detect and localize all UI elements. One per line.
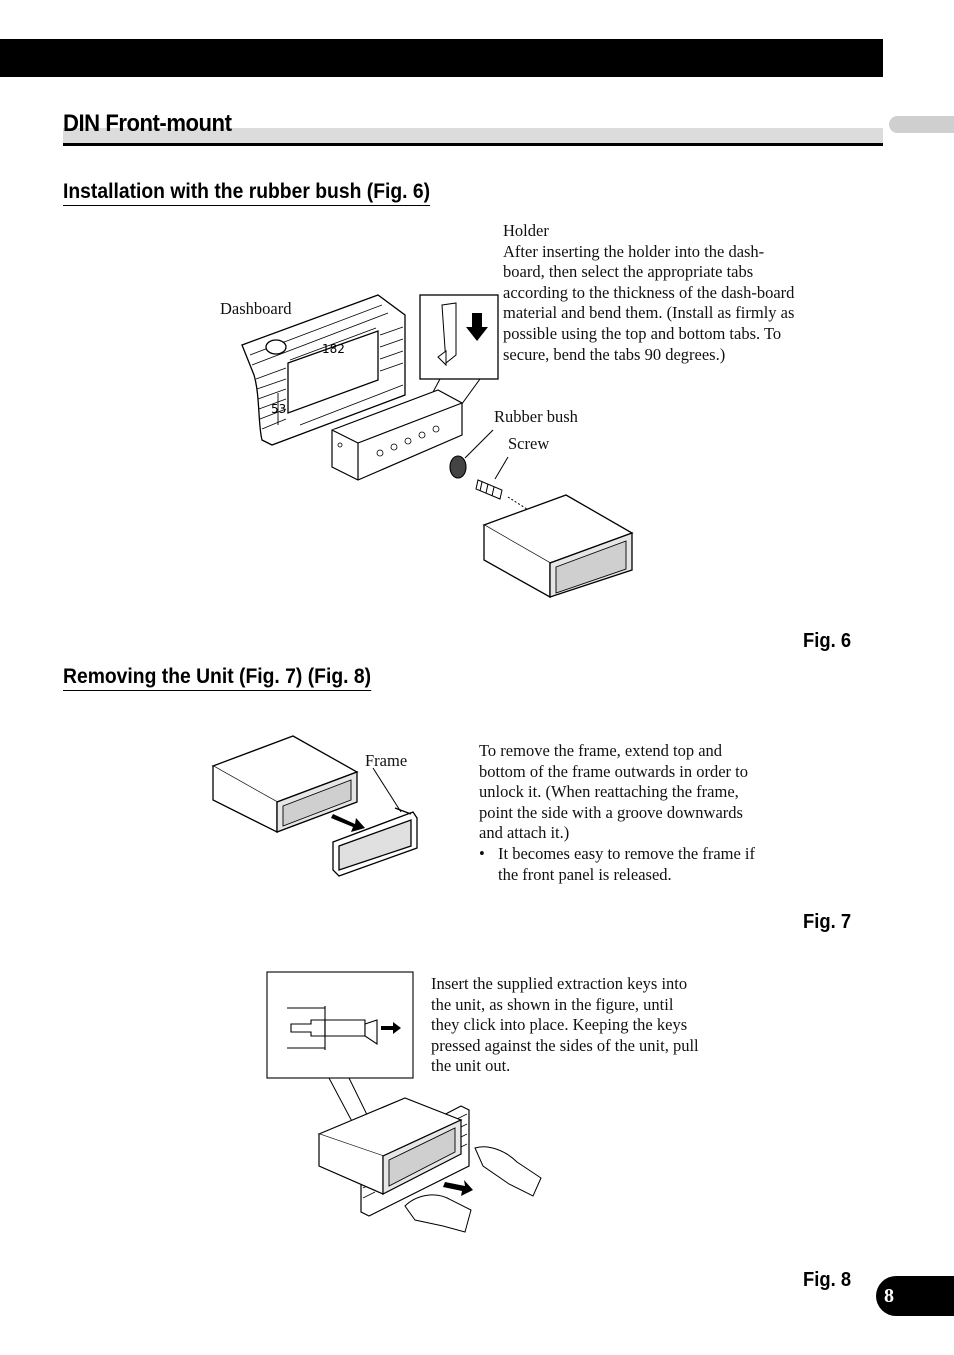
key-detail-box: [266, 971, 414, 1181]
arrow-icon: [443, 1180, 473, 1196]
removing-heading: Removing the Unit (Fig. 7) (Fig. 8): [63, 665, 372, 691]
frame-label: Frame: [365, 751, 408, 770]
fig6-illustration: 182 53: [241, 294, 634, 599]
page-number: 8: [876, 1276, 954, 1316]
fig8-illustration: [266, 971, 542, 1233]
dashboard-label: Dashboard: [220, 299, 292, 318]
rubber-bush: [449, 429, 494, 479]
unit-body: [211, 735, 359, 834]
dimension-lines: [277, 327, 377, 425]
frame-text: To remove the frame, extend top and bott…: [479, 741, 748, 843]
install-heading: Installation with the rubber bush (Fig. …: [63, 180, 431, 206]
fig6-label: Fig. 6: [803, 630, 852, 652]
section-header: DIN Front-mount: [63, 110, 883, 146]
unit-being-removed: [317, 1097, 463, 1195]
section-title: DIN Front-mount: [63, 110, 232, 137]
screw-label: Screw: [508, 434, 550, 453]
holder-detail-box: [409, 294, 499, 446]
section-title-rule: [63, 143, 883, 146]
keys-instructions: Insert the supplied extraction keys into…: [431, 974, 699, 1076]
section-title-band: [63, 128, 883, 143]
arrow-icon: [466, 313, 488, 341]
bullet-icon: •: [479, 843, 485, 863]
arrow-icon: [381, 1022, 401, 1034]
frame: [332, 767, 418, 877]
hands: [404, 1146, 542, 1233]
frame-bullet-item: • It becomes easy to remove the frame if…: [479, 844, 769, 885]
frame-instructions: To remove the frame, extend top and bott…: [479, 741, 769, 885]
holder-sleeve: [331, 389, 463, 481]
header-bar: [0, 39, 883, 77]
screw: [475, 456, 531, 512]
frame-bullet-text: It becomes easy to remove the frame if t…: [498, 843, 756, 884]
fig7-label: Fig. 7: [803, 911, 852, 933]
head-unit: [482, 494, 634, 599]
arrow-icon: [331, 814, 365, 832]
dimension-width-label: 182: [322, 342, 345, 356]
fig7-illustration: [211, 735, 418, 877]
rubber-bush-label: Rubber bush: [494, 407, 578, 426]
holder-description: Holder After inserting the holder into t…: [503, 221, 795, 365]
fig8-label: Fig. 8: [803, 1269, 852, 1291]
dimension-height-label: 53: [271, 402, 286, 416]
holder-text: After inserting the holder into the dash…: [503, 241, 795, 364]
holder-title: Holder: [503, 221, 549, 240]
section-side-tab: [889, 116, 954, 133]
